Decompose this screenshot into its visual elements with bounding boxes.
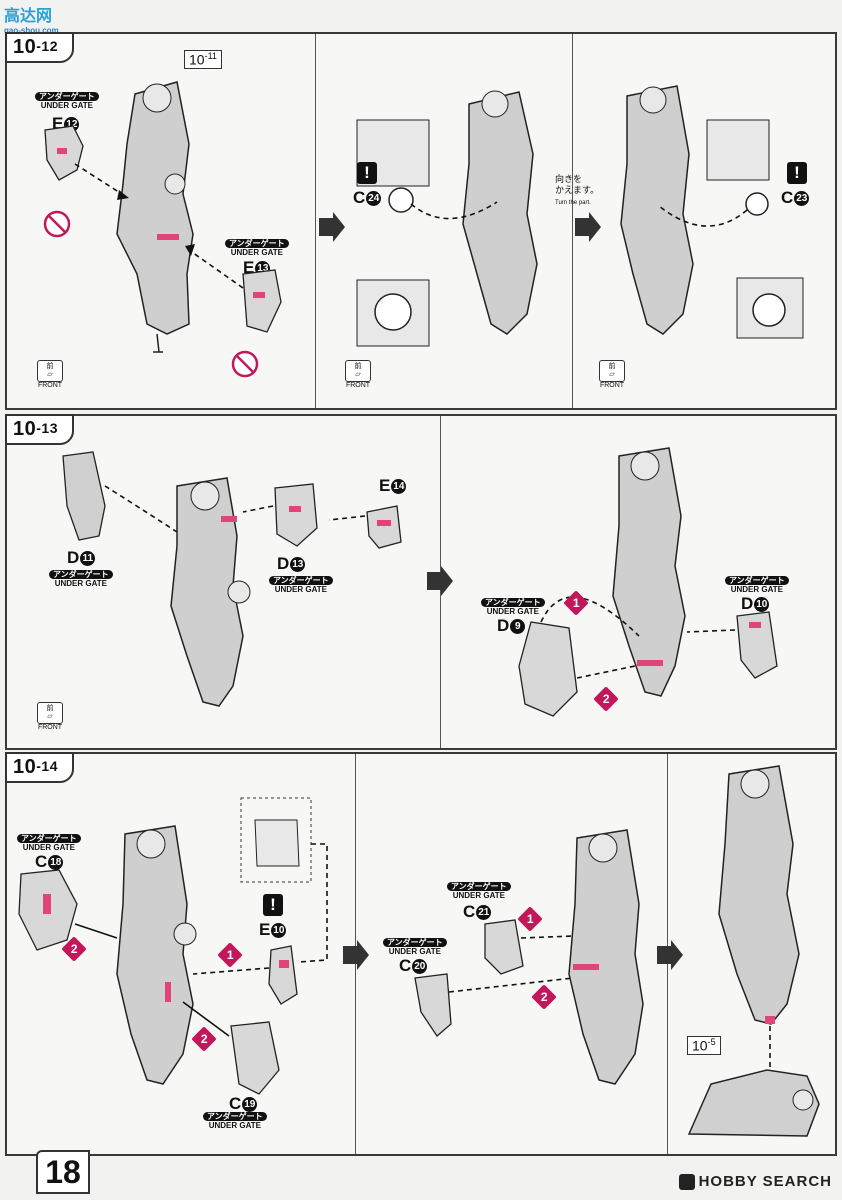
arm-assembly-illustration (62, 447, 778, 717)
warning-mark: ! (357, 162, 377, 184)
next-step-arrow-icon (657, 940, 683, 970)
watermark-title: 高达网 (4, 8, 53, 25)
warning-mark: ! (263, 894, 283, 916)
next-step-arrow-icon (427, 566, 453, 596)
watermark: 高达网 gao-shou.com (4, 2, 59, 35)
next-step-arrow-icon (319, 212, 345, 242)
warning-mark: ! (787, 162, 807, 184)
next-step-arrow-icon (343, 940, 369, 970)
brand-label: HOBBY SEARCH (678, 1173, 832, 1190)
front-indicator: 前▱FRONT (37, 360, 63, 390)
step-label: 10-12 (5, 32, 74, 63)
panel-divider (315, 34, 316, 408)
front-indicator: 前▱FRONT (37, 702, 63, 732)
arm-assembly-illustration (43, 81, 804, 378)
hobby-search-logo-icon (678, 1174, 695, 1190)
watermark-sub: gao-shou.com (4, 26, 59, 35)
reference-step-box: 10-5 (687, 1036, 721, 1055)
step-label: 10-14 (5, 752, 74, 783)
step-panel-10-14: 10-14 (5, 752, 837, 1156)
panel-divider (572, 34, 573, 408)
front-indicator: 前▱FRONT (599, 360, 625, 390)
step-label: 10-13 (5, 414, 74, 445)
turn-part-note: 向きをかえます。 Turn the part. (555, 174, 600, 206)
arm-assembly-illustration (18, 765, 820, 1137)
reference-step-box: 10-11 (184, 50, 222, 69)
front-indicator: 前▱FRONT (345, 360, 371, 390)
page-number: 18 (36, 1150, 90, 1194)
next-step-arrow-icon (575, 212, 601, 242)
